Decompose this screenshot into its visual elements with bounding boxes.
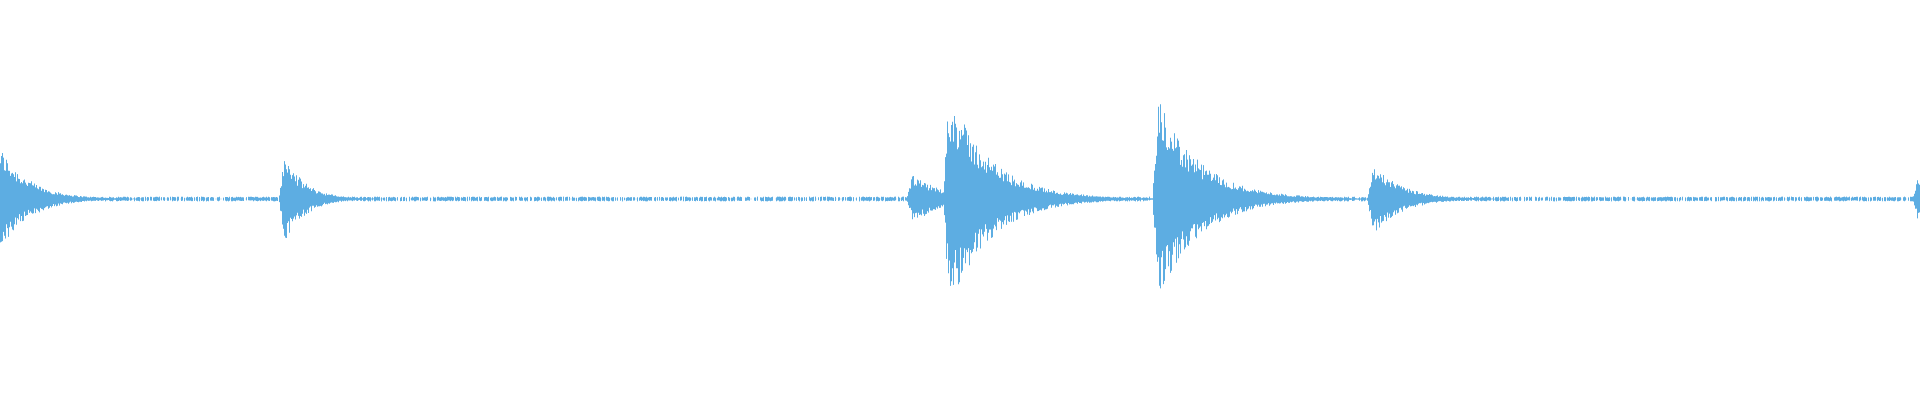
waveform-trace [0,104,1920,289]
waveform-samples [0,104,1920,289]
